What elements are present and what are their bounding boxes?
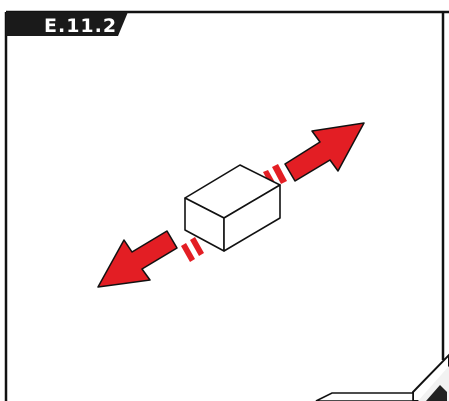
double-headed-arrow-icon: [97, 122, 365, 288]
arrow-head-lower-left: [97, 230, 178, 288]
arrow-dash-lower-1: [181, 243, 195, 262]
step-number: E.11.2: [44, 15, 117, 37]
step-badge: E.11.2: [6, 12, 128, 37]
next-panel-corner-icon: [315, 353, 449, 401]
arrow-dash-upper-1: [272, 164, 287, 184]
arrow-dash-lower-2: [190, 237, 204, 256]
arrow-head-upper-right: [284, 122, 365, 182]
box-icon: [184, 164, 281, 252]
